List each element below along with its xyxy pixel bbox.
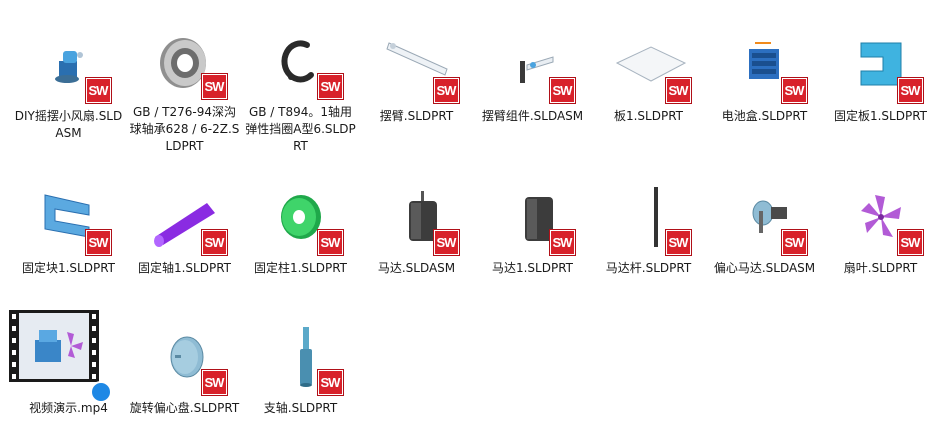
file-name: 固定块1.SLDPRT: [21, 261, 116, 275]
battery-box-icon: [748, 42, 779, 79]
plate-icon: [615, 46, 686, 82]
file-thumbnail: SW: [715, 35, 815, 105]
solidworks-badge-icon: SW: [201, 370, 227, 395]
file-name: 板1.SLDPRT: [613, 109, 684, 123]
file-item[interactable]: SW 板1.SLDPRT: [591, 5, 706, 155]
swing-arm-icon: [385, 42, 448, 76]
solidworks-badge-icon: SW: [85, 78, 111, 103]
support-shaft-icon: [299, 327, 312, 387]
file-thumbnail: SW: [715, 187, 815, 257]
file-item[interactable]: SW 偏心马达.SLDASM: [707, 157, 822, 307]
file-item[interactable]: SW 摆臂.SLDPRT: [359, 5, 474, 155]
video-file-icon: [8, 310, 99, 382]
file-item[interactable]: SW 马达杆.SLDPRT: [591, 157, 706, 307]
solidworks-badge-icon: SW: [433, 78, 459, 103]
file-name: 固定柱1.SLDPRT: [253, 261, 348, 275]
file-item[interactable]: SW 马达1.SLDPRT: [475, 157, 590, 307]
fixed-shaft-icon: [153, 203, 215, 247]
file-thumbnail: SW: [367, 35, 467, 105]
file-name: 旋转偏心盘.SLDPRT: [129, 401, 240, 415]
file-thumbnail: SW: [135, 35, 235, 101]
file-name: 扇叶.SLDPRT: [843, 261, 918, 275]
fixing-block-icon: [44, 194, 89, 238]
file-name: 固定板1.SLDPRT: [833, 109, 928, 123]
file-thumbnail: SW: [135, 187, 235, 257]
file-item[interactable]: SW 旋转偏心盘.SLDPRT: [127, 297, 242, 447]
file-name: 摆臂.SLDPRT: [379, 109, 454, 123]
fan-blade-icon: [860, 195, 901, 237]
file-thumbnail: SW: [251, 327, 351, 397]
file-item[interactable]: SW 固定柱1.SLDPRT: [243, 157, 358, 307]
file-thumbnail: SW: [251, 187, 351, 257]
motor-part-icon: [524, 197, 553, 241]
file-name: 摆臂组件.SLDASM: [481, 109, 584, 123]
file-name: 视频演示.mp4: [29, 401, 108, 415]
file-item[interactable]: SW 电池盒.SLDPRT: [707, 5, 822, 155]
solidworks-badge-icon: SW: [665, 230, 691, 255]
retaining-ring-icon: [280, 40, 314, 83]
file-name: GB / T276-94深沟球轴承628 / 6-2Z.SLDPRT: [129, 105, 240, 153]
file-thumbnail: SW: [831, 35, 931, 105]
eccentric-disc-icon: [170, 336, 203, 378]
solidworks-badge-icon: SW: [317, 370, 343, 395]
solidworks-badge-icon: SW: [897, 78, 923, 103]
fixed-column-icon: [280, 195, 321, 239]
solidworks-badge-icon: SW: [781, 230, 807, 255]
file-name: 支轴.SLDPRT: [263, 401, 338, 415]
solidworks-badge-icon: SW: [549, 78, 575, 103]
solidworks-badge-icon: SW: [897, 230, 923, 255]
file-item[interactable]: SW 摆臂组件.SLDASM: [475, 5, 590, 155]
file-item[interactable]: SW 支轴.SLDPRT: [243, 297, 358, 447]
solidworks-badge-icon: SW: [85, 230, 111, 255]
file-name: 马达.SLDASM: [377, 261, 456, 275]
file-item[interactable]: SW 固定板1.SLDPRT: [823, 5, 938, 155]
file-name: 固定轴1.SLDPRT: [137, 261, 232, 275]
solidworks-badge-icon: SW: [665, 78, 691, 103]
motor-assembly-icon: [408, 191, 437, 241]
file-thumbnail: SW: [19, 35, 119, 105]
motor-rod-icon: [653, 187, 658, 247]
file-thumbnail: SW: [599, 35, 699, 105]
file-item[interactable]: 视频演示.mp4: [8, 297, 126, 447]
file-thumbnail: [8, 310, 119, 403]
file-item[interactable]: SW DIY摇摆小风扇.SLDASM: [11, 5, 126, 155]
solidworks-badge-icon: SW: [317, 230, 343, 255]
file-name: DIY摇摆小风扇.SLDASM: [14, 109, 123, 140]
solidworks-badge-icon: SW: [549, 230, 575, 255]
file-item[interactable]: SW GB / T894。1轴用弹性挡圈A型6.SLDPRT: [243, 5, 358, 155]
file-thumbnail: SW: [599, 187, 699, 257]
file-thumbnail: SW: [367, 187, 467, 257]
solidworks-badge-icon: SW: [433, 230, 459, 255]
solidworks-badge-icon: SW: [201, 74, 227, 99]
file-name: 偏心马达.SLDASM: [713, 261, 816, 275]
assembly-fan-icon: [54, 51, 83, 83]
file-item[interactable]: SW 扇叶.SLDPRT: [823, 157, 938, 307]
media-player-icon: [89, 381, 112, 403]
file-thumbnail: SW: [483, 35, 583, 105]
file-item[interactable]: SW 固定轴1.SLDPRT: [127, 157, 242, 307]
eccentric-motor-icon: [752, 200, 787, 233]
swing-arm-assembly-icon: [519, 56, 553, 83]
file-item[interactable]: SW 马达.SLDASM: [359, 157, 474, 307]
file-thumbnail: SW: [19, 187, 119, 257]
solidworks-badge-icon: SW: [201, 230, 227, 255]
fixing-plate-icon: [860, 42, 901, 86]
file-item[interactable]: SW 固定块1.SLDPRT: [11, 157, 126, 307]
file-name: 电池盒.SLDPRT: [721, 109, 808, 123]
file-name: 马达1.SLDPRT: [491, 261, 574, 275]
file-name: GB / T894。1轴用弹性挡圈A型6.SLDPRT: [245, 105, 356, 153]
file-thumbnail: SW: [251, 35, 351, 101]
file-thumbnail: SW: [831, 187, 931, 257]
file-thumbnail: SW: [135, 327, 235, 397]
bearing-icon: [159, 38, 206, 88]
solidworks-badge-icon: SW: [317, 74, 343, 99]
file-name: 马达杆.SLDPRT: [605, 261, 692, 275]
file-thumbnail: SW: [483, 187, 583, 257]
file-item[interactable]: SW GB / T276-94深沟球轴承628 / 6-2Z.SLDPRT: [127, 5, 242, 155]
solidworks-badge-icon: SW: [781, 78, 807, 103]
